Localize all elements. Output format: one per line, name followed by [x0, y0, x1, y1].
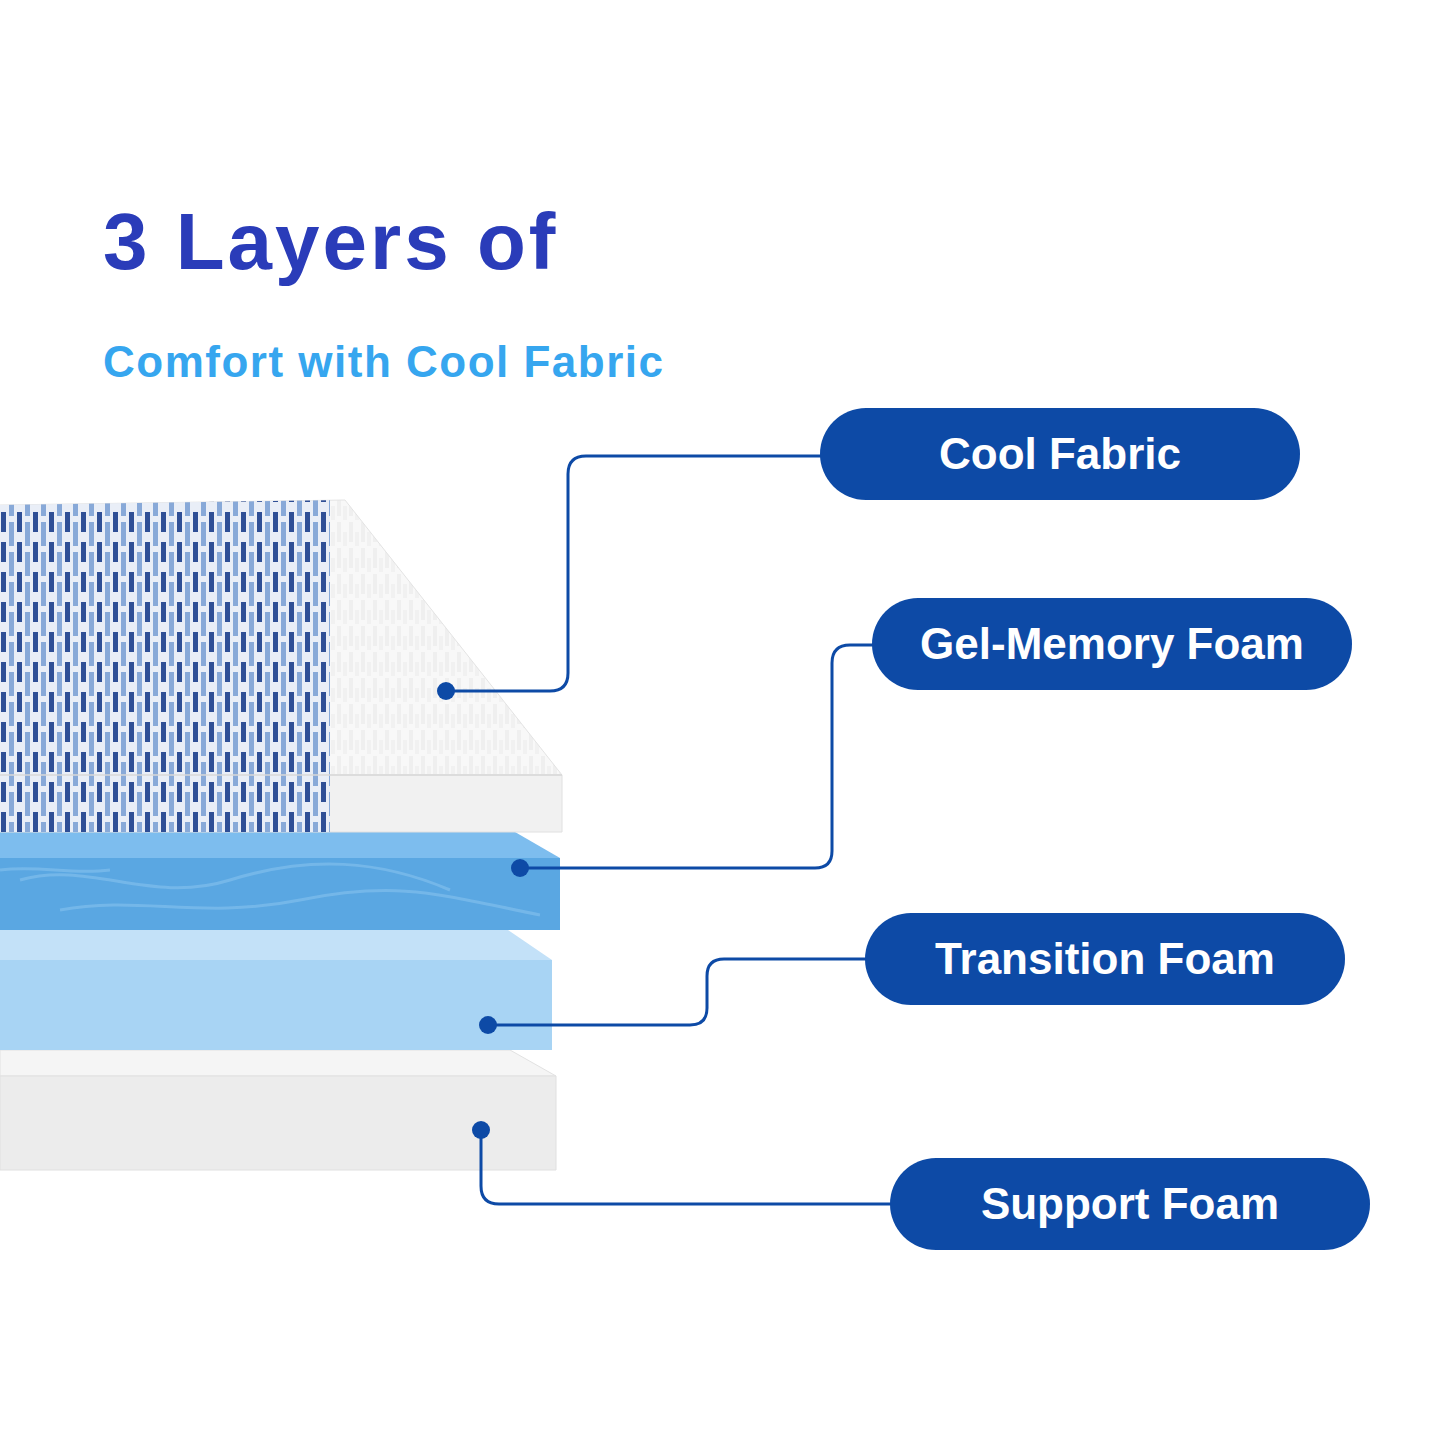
gel-swirl [0, 864, 540, 915]
layer-label-pill: Support Foam [890, 1158, 1370, 1250]
leader-dot [511, 859, 529, 877]
leader-line [446, 456, 830, 691]
layer-label-pill: Gel-Memory Foam [872, 598, 1352, 690]
gel-foam-layer [0, 858, 560, 930]
subtitle: Comfort with Cool Fabric [103, 338, 665, 386]
support-foam-layer [0, 1076, 556, 1170]
slab-edge [0, 774, 562, 776]
layer-name: Transition Foam [935, 934, 1275, 984]
support-foam-top [0, 1050, 556, 1076]
layer-name: Gel-Memory Foam [920, 619, 1304, 669]
leader-dot [437, 682, 455, 700]
transition-foam-top [0, 930, 552, 960]
leader-dot [479, 1016, 497, 1034]
transition-foam-layer [0, 960, 552, 1050]
gel-foam-top [0, 832, 560, 858]
layer-name: Cool Fabric [939, 429, 1181, 479]
leader-line [488, 959, 875, 1025]
leader-line [520, 645, 880, 868]
title: 3 Layers of [103, 198, 558, 286]
leader-line [481, 1130, 900, 1204]
layer-name: Support Foam [981, 1179, 1279, 1229]
fabric-stripes [0, 500, 330, 832]
layer-label-pill: Cool Fabric [820, 408, 1300, 500]
layer-label-pill: Transition Foam [865, 913, 1345, 1005]
leader-dot [472, 1121, 490, 1139]
